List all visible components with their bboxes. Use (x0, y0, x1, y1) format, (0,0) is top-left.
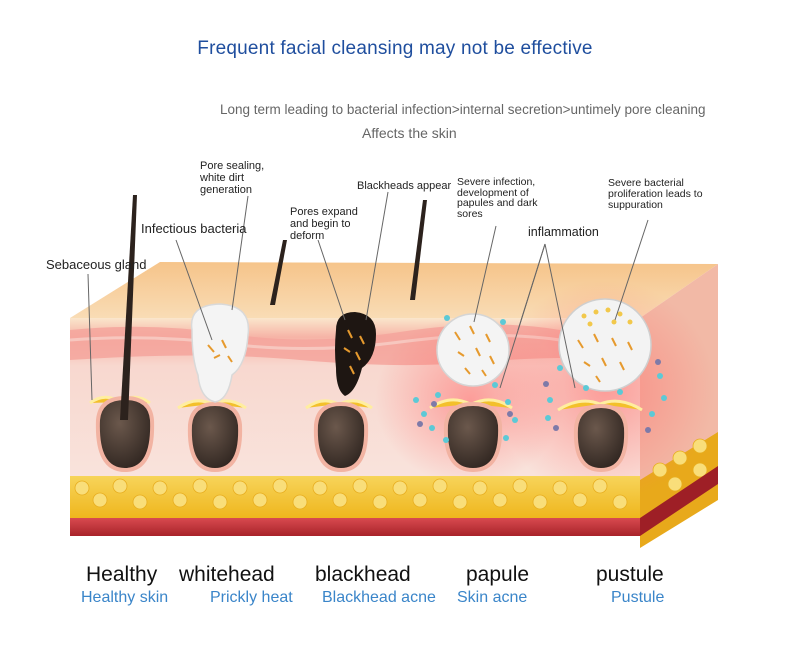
label-inflammation: inflammation (528, 225, 599, 239)
muscle-layer (70, 518, 640, 536)
stage-sub-healthy: Healthy skin (81, 589, 169, 606)
stage-name-papule: papule (466, 563, 530, 586)
follicle-healthy (89, 195, 155, 473)
fat-cells (74, 438, 708, 510)
follicle-pustule (410, 200, 667, 473)
follicle-papule (413, 313, 518, 473)
stage-sub-papule: Skin acne (457, 589, 528, 606)
stage-name-blackhead: blackhead (315, 563, 411, 586)
follicle-whitehead (177, 303, 250, 473)
affects-caption: Affects the skin (362, 125, 457, 141)
label-pore-sealing: Pore sealing, white dirt generation (200, 160, 265, 196)
leader-lines (87, 191, 649, 401)
stage-name-whitehead: whitehead (179, 563, 275, 586)
label-pores-expand: Pores expand and begin to deform (290, 206, 358, 242)
stage-sub-pustule: Pustule (611, 589, 665, 606)
label-sebaceous-gland: Sebaceous gland (46, 257, 147, 272)
follicle-blackhead (270, 240, 376, 473)
stage-name-healthy: Healthy (86, 563, 158, 586)
label-severe-infection: Severe infection, development of papules… (457, 176, 538, 220)
subtitle: Long term leading to bacterial infection… (220, 102, 706, 117)
label-severe-bacterial: Severe bacterial proliferation leads to … (608, 177, 703, 211)
stage-sub-whitehead: Prickly heat (210, 589, 293, 606)
page-title: Frequent facial cleansing may not be eff… (197, 38, 593, 59)
label-blackheads-appear: Blackheads appear (357, 180, 452, 192)
stage-name-pustule: pustule (596, 563, 664, 586)
stage-sub-blackhead: Blackhead acne (322, 589, 436, 606)
label-infectious-bacteria: Infectious bacteria (141, 221, 247, 236)
muscle-side (640, 466, 718, 536)
